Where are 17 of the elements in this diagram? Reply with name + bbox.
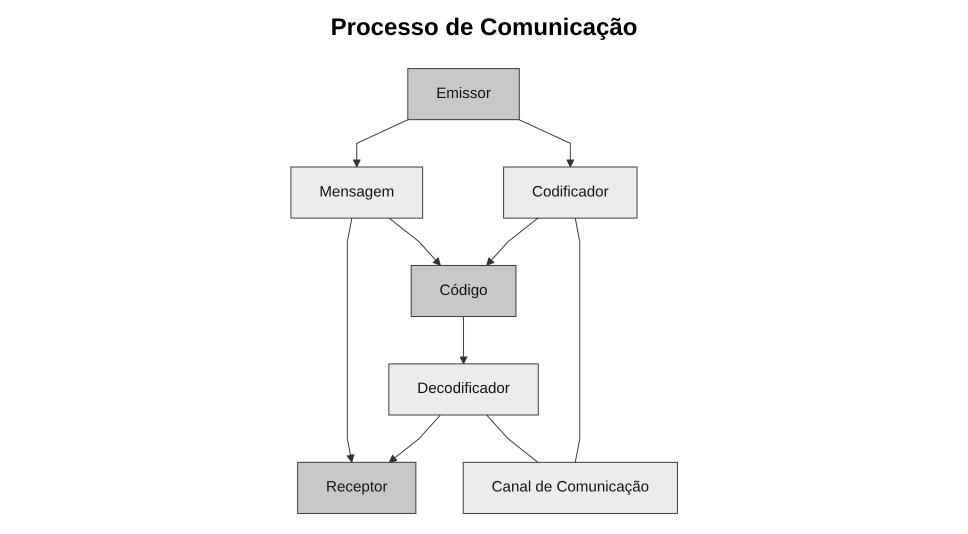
node-box: Codificador: [502, 166, 638, 219]
arrow: [486, 218, 538, 266]
arrow: [346, 218, 354, 463]
node-box: Emissor: [407, 68, 520, 120]
node-box: Receptor: [297, 462, 416, 514]
diagram-title: Processo de Comunicação: [330, 14, 638, 42]
connector: [574, 218, 580, 463]
node-box: Código: [410, 264, 516, 318]
connector: [486, 414, 538, 463]
node-box: Mensagem: [290, 166, 423, 219]
arrow: [388, 414, 441, 463]
arrow: [518, 119, 574, 168]
arrow: [459, 316, 468, 364]
node-box: Canal de Comunicação: [462, 462, 678, 514]
node-box: Decodificador: [388, 363, 539, 416]
arrow: [388, 218, 441, 266]
arrow: [352, 119, 408, 168]
